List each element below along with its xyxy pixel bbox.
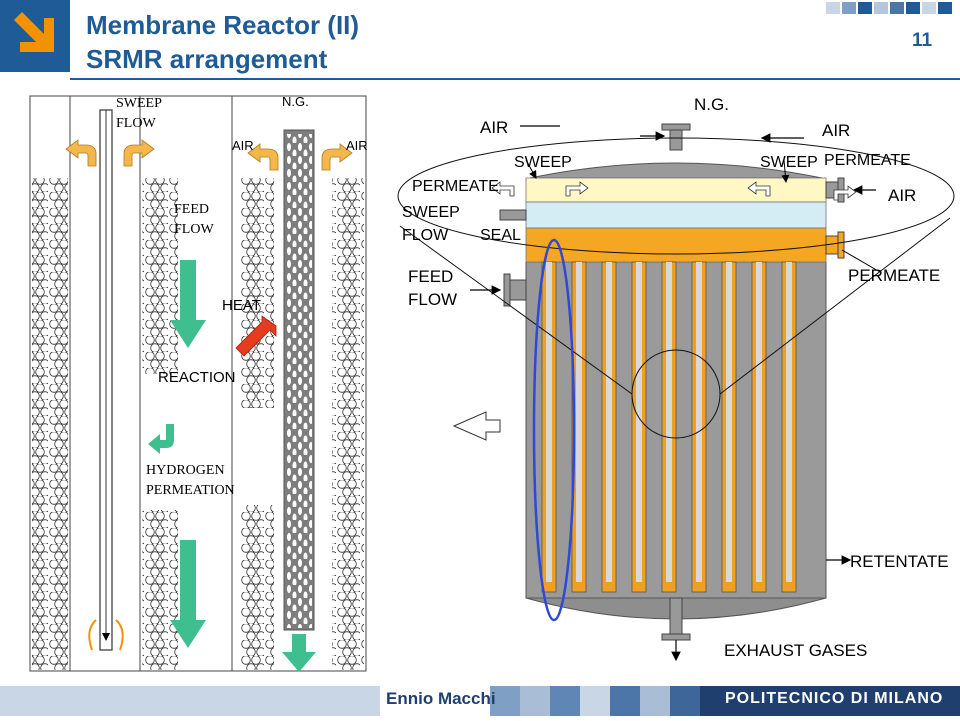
heat-arrow-icon xyxy=(235,315,277,357)
feed-down-arrow-icon xyxy=(170,540,206,648)
curved-arrow-icon xyxy=(123,139,155,167)
polimi-logo xyxy=(0,0,70,72)
vessel-nozzles xyxy=(499,123,845,641)
sweep-arrow-icon xyxy=(747,181,771,197)
left-reactor-diagram: SWEEP FLOW FEED FLOW AIR N.G. AIR HEAT R… xyxy=(29,94,368,672)
permeation-arrow-icon xyxy=(148,424,174,454)
catalyst-bed-far-right xyxy=(332,178,364,670)
air-right-label: AIR xyxy=(888,186,916,205)
catalyst-bed-right-top xyxy=(240,178,274,408)
catalyst-bed-outer-left xyxy=(32,178,68,670)
feed-down-arrow-icon xyxy=(170,260,206,348)
curved-arrow-icon xyxy=(247,143,279,171)
left-diagram-frame xyxy=(29,95,367,672)
sweep-left-label: SWEEP xyxy=(514,154,572,171)
footer-author: Ennio Macchi xyxy=(386,689,496,708)
air-top-right-label: AIR xyxy=(822,121,850,140)
slide-title-line-2: SRMR arrangement xyxy=(86,44,328,74)
combustion-tube-perforations xyxy=(286,134,312,628)
feed-flow-label-1: FEED xyxy=(408,267,453,286)
feed-flow-label-2: FLOW xyxy=(408,290,457,309)
reaction-label: REACTION xyxy=(158,369,236,386)
hydrogen-permeation-label-1: HYDROGEN xyxy=(146,463,225,478)
exhaust-down-arrow-icon xyxy=(282,634,316,672)
heat-label: HEAT xyxy=(222,297,261,314)
seal-label: SEAL xyxy=(480,227,521,244)
permeate-top-label: PERMEATE xyxy=(824,152,911,169)
permeate-arrow-icon xyxy=(833,185,857,201)
outflow-arrow-icon xyxy=(452,411,501,441)
footer-brand: POLITECNICO DI MILANO xyxy=(725,690,944,707)
ng-label-left: N.G. xyxy=(282,94,309,109)
sweep-right-label: SWEEP xyxy=(760,154,818,171)
sweep-return-arrow-right xyxy=(115,619,124,651)
slide-title: Membrane Reactor (II) SRMR arrangement xyxy=(86,8,359,76)
feed-flow-label-1: FEED xyxy=(174,202,209,217)
catalyst-bed-inner-left-top xyxy=(142,178,178,374)
sweep-flow-label-2: FLOW xyxy=(116,116,156,131)
permeate-right-label: PERMEATE xyxy=(848,266,940,285)
hydrogen-permeation-label-2: PERMEATION xyxy=(146,483,235,498)
air-top-left-label: AIR xyxy=(480,118,508,137)
logo-arrow-icon xyxy=(14,12,54,52)
sweep-header-zone xyxy=(525,201,827,229)
feed-flow-label-2: FLOW xyxy=(174,222,214,237)
membrane-tube-array xyxy=(541,261,797,593)
header-color-squares xyxy=(826,2,952,14)
retentate-label: RETENTATE xyxy=(850,552,949,571)
exhaust-gases-label: EXHAUST GASES xyxy=(724,641,867,660)
sweep-flow-label-1: SWEEP xyxy=(116,96,162,111)
ng-label-right: N.G. xyxy=(694,95,729,114)
zoom-callout-ellipse xyxy=(397,137,955,255)
seal-zone xyxy=(525,227,827,263)
page-number: 11 xyxy=(912,30,933,51)
sweep-flow-label-2: FLOW xyxy=(402,227,449,244)
membrane-highlight-ellipse xyxy=(532,238,576,622)
air-left-label: AIR xyxy=(232,138,254,153)
vessel-top-head xyxy=(529,162,823,179)
right-reactor-diagram: AIR N.G. AIR SWEEP SWEEP PERMEATE PERMEA… xyxy=(397,95,955,662)
sweep-return-arrow-left xyxy=(88,619,97,651)
sweep-flow-label-1: SWEEP xyxy=(402,204,460,221)
header-divider xyxy=(70,78,960,80)
sweep-arrow-icon xyxy=(565,181,589,197)
curved-arrow-icon xyxy=(65,139,97,167)
permeate-left-label: PERMEATE xyxy=(412,178,499,195)
permeate-arrow-icon xyxy=(491,181,515,197)
footer-bar xyxy=(0,686,960,716)
slide-title-line-1: Membrane Reactor (II) xyxy=(86,10,360,40)
permeate-leader-line xyxy=(841,249,881,273)
curved-arrow-icon xyxy=(321,143,353,171)
air-right-label: AIR xyxy=(346,138,368,153)
catalyst-bed-inner-left-bottom xyxy=(142,510,178,670)
catalyst-bed-right-bottom xyxy=(240,505,274,670)
